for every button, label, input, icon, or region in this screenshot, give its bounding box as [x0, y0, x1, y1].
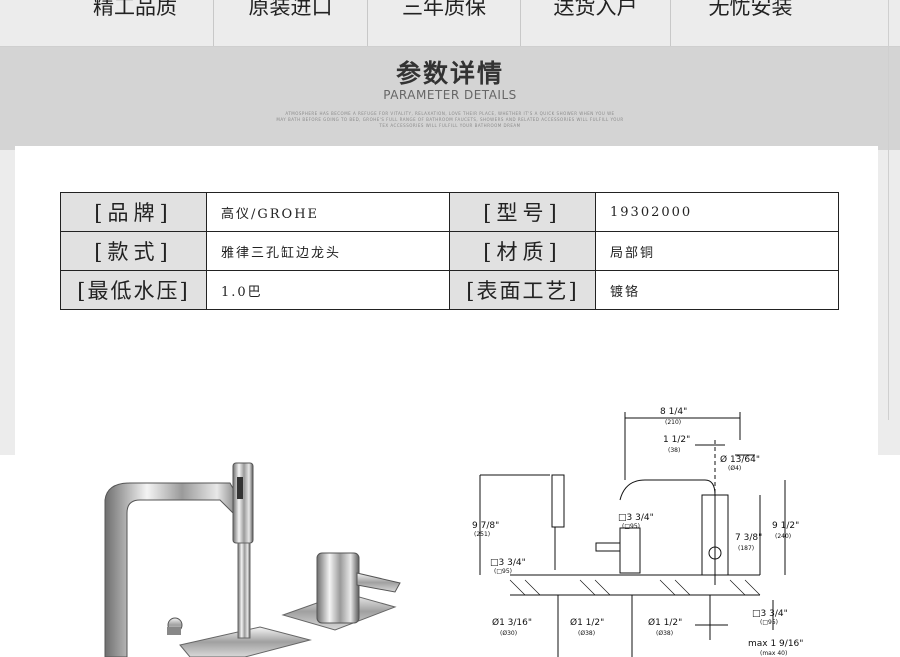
dim-hole-mm: (38): [668, 447, 680, 454]
param-value: 1.0巴: [206, 270, 450, 310]
dim-width-total-mm: (210): [665, 419, 681, 426]
divider-line: [888, 0, 889, 420]
dim-square-right: □3 3/4": [752, 609, 788, 619]
spout-icon: [104, 482, 246, 657]
dim-square-mid-mm: (□95): [622, 523, 640, 530]
mixer-valve-icon: [281, 552, 401, 631]
feature-label: 送货入户: [553, 0, 638, 19]
feature-item-quality: 精工品质: [57, 0, 213, 46]
dim-small: Ø 13/64": [720, 454, 760, 465]
dim-diameter-left-mm: (Ø30): [500, 630, 517, 637]
dim-height-left: 9 7/8": [472, 521, 499, 531]
dim-diameter-right: Ø1 1/2": [648, 617, 682, 628]
param-value: 19302000: [595, 192, 839, 232]
dim-diameter-left: Ø1 3/16": [492, 617, 532, 628]
dim-height-right: 9 1/2": [772, 521, 799, 531]
param-key: [型号]: [449, 192, 596, 232]
dim-height-right-mm: (240): [775, 533, 791, 540]
feature-label: 三年质保: [402, 0, 486, 19]
dim-diameter-right-mm: (Ø38): [656, 630, 673, 637]
param-value: 雅律三孔缸边龙头: [206, 231, 450, 271]
dim-small-mm: (Ø4): [728, 465, 741, 472]
param-key: [款式]: [60, 231, 207, 271]
section-subtitle: PARAMETER DETAILS: [383, 88, 517, 102]
product-photo: [104, 462, 401, 657]
param-key: [品牌]: [60, 192, 207, 232]
feature-item-import: 原装进口: [213, 0, 367, 46]
section-header-band: [0, 47, 900, 150]
dim-diameter-mid-mm: (Ø38): [578, 630, 595, 637]
fine-print-line: MAY BATH BEFORE GOING TO BED, GROHE'S FU…: [276, 117, 624, 122]
table-row: [款式] 雅律三孔缸边龙头 [材质] 局部铜: [60, 231, 839, 271]
feature-label: 精工品质: [93, 0, 177, 19]
dim-square-mid: □3 3/4": [618, 513, 654, 523]
parameter-table: [品牌] 高仪/GROHE [型号] 19302000 [款式] 雅律三孔缸边龙…: [60, 192, 839, 310]
side-margin-right: [878, 150, 900, 455]
dim-height-spout-mm: (187): [738, 545, 754, 552]
dim-height-spout: 7 3/8": [735, 533, 762, 543]
param-key: [材质]: [449, 231, 596, 271]
dim-hole: 1 1/2": [663, 435, 690, 445]
table-row: [最低水压] 1.0巴 [表面工艺] 镀铬: [60, 270, 839, 310]
feature-item-install: 无忧安装: [670, 0, 830, 46]
side-margin-left: [0, 150, 15, 455]
feature-label: 无忧安装: [708, 0, 793, 19]
dim-diameter-mid: Ø1 1/2": [570, 617, 604, 628]
dim-width-total: 8 1/4": [660, 407, 687, 417]
param-value: 高仪/GROHE: [206, 192, 450, 232]
param-key: [最低水压]: [60, 270, 207, 310]
param-value: 镀铬: [595, 270, 839, 310]
dim-square-right-mm: (□95): [760, 619, 778, 626]
dim-height-left-mm: (251): [474, 531, 490, 538]
feature-item-warranty: 三年质保: [367, 0, 520, 46]
param-key: [表面工艺]: [449, 270, 596, 310]
section-title: 参数详情: [395, 59, 504, 88]
dim-square-left-mm: (□95): [494, 568, 512, 575]
feature-item-delivery: 送货入户: [520, 0, 670, 46]
param-value: 局部铜: [595, 231, 839, 271]
feature-label: 原装进口: [248, 0, 333, 19]
dim-square-left: □3 3/4": [490, 558, 526, 568]
fine-print-line: TEX ACCESSORIES WILL FULFILL YOUR BATHRO…: [379, 123, 521, 128]
feature-bar: 精工品质 原装进口 三年质保 送货入户 无忧安装: [0, 0, 900, 47]
dim-max-mm: (max 40): [760, 650, 787, 657]
fine-print-line: ATMOSPHERE HAS BECOME A REFUGE FOR VITAL…: [285, 111, 615, 116]
dim-max: max 1 9/16": [748, 639, 803, 649]
hand-shower-icon: [232, 462, 254, 639]
dimension-drawing: 8 1/4" (210) 1 1/2" (38) Ø 13/64" (Ø4) 9…: [472, 407, 803, 657]
table-row: [品牌] 高仪/GROHE [型号] 19302000: [60, 192, 839, 232]
